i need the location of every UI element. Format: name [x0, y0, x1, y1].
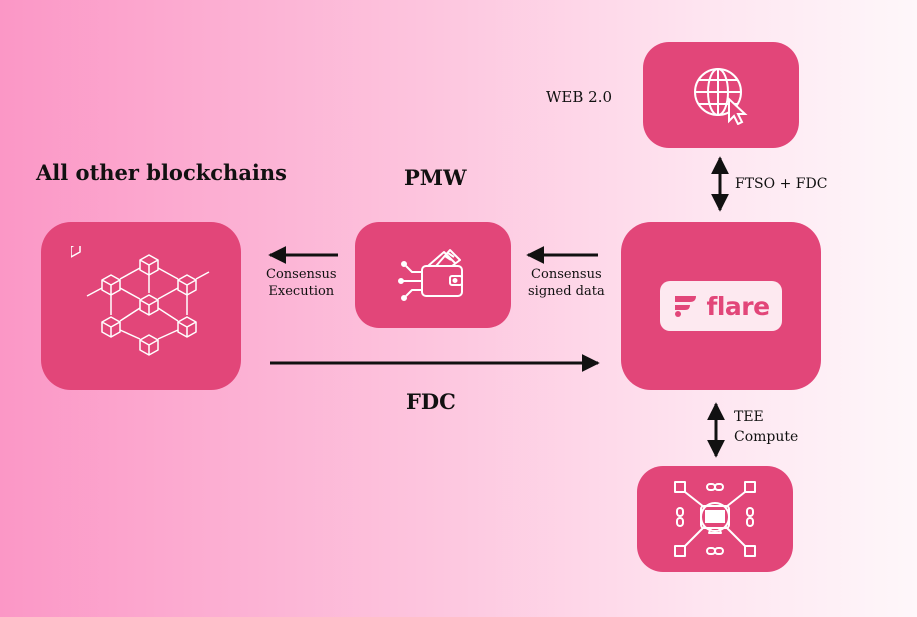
consensus-signed-label: Consensus signed data	[528, 267, 605, 299]
flare-logo: flare	[660, 281, 782, 331]
ftso-fdc-label: FTSO + FDC	[735, 176, 828, 192]
flare-box: flare	[621, 222, 821, 390]
tee-compute-label: TEE Compute	[734, 409, 799, 445]
blockchains-box	[41, 222, 241, 390]
chain-monitor-icon	[674, 481, 756, 557]
pmw-box	[355, 222, 511, 328]
globe-cursor-icon	[694, 68, 748, 125]
flare-brand-text: flare	[706, 291, 770, 321]
cubes-network-icon	[71, 246, 210, 356]
wallet-icon	[398, 249, 463, 301]
flare-logo-icon	[675, 296, 697, 317]
pmw-title: PMW	[404, 165, 467, 190]
fdc-label: FDC	[406, 389, 456, 414]
blockchains-title: All other blockchains	[36, 160, 288, 185]
web2-label: WEB 2.0	[546, 88, 613, 106]
tee-box	[637, 466, 793, 572]
web-box	[643, 42, 799, 148]
consensus-execution-label: Consensus Execution	[266, 267, 337, 299]
